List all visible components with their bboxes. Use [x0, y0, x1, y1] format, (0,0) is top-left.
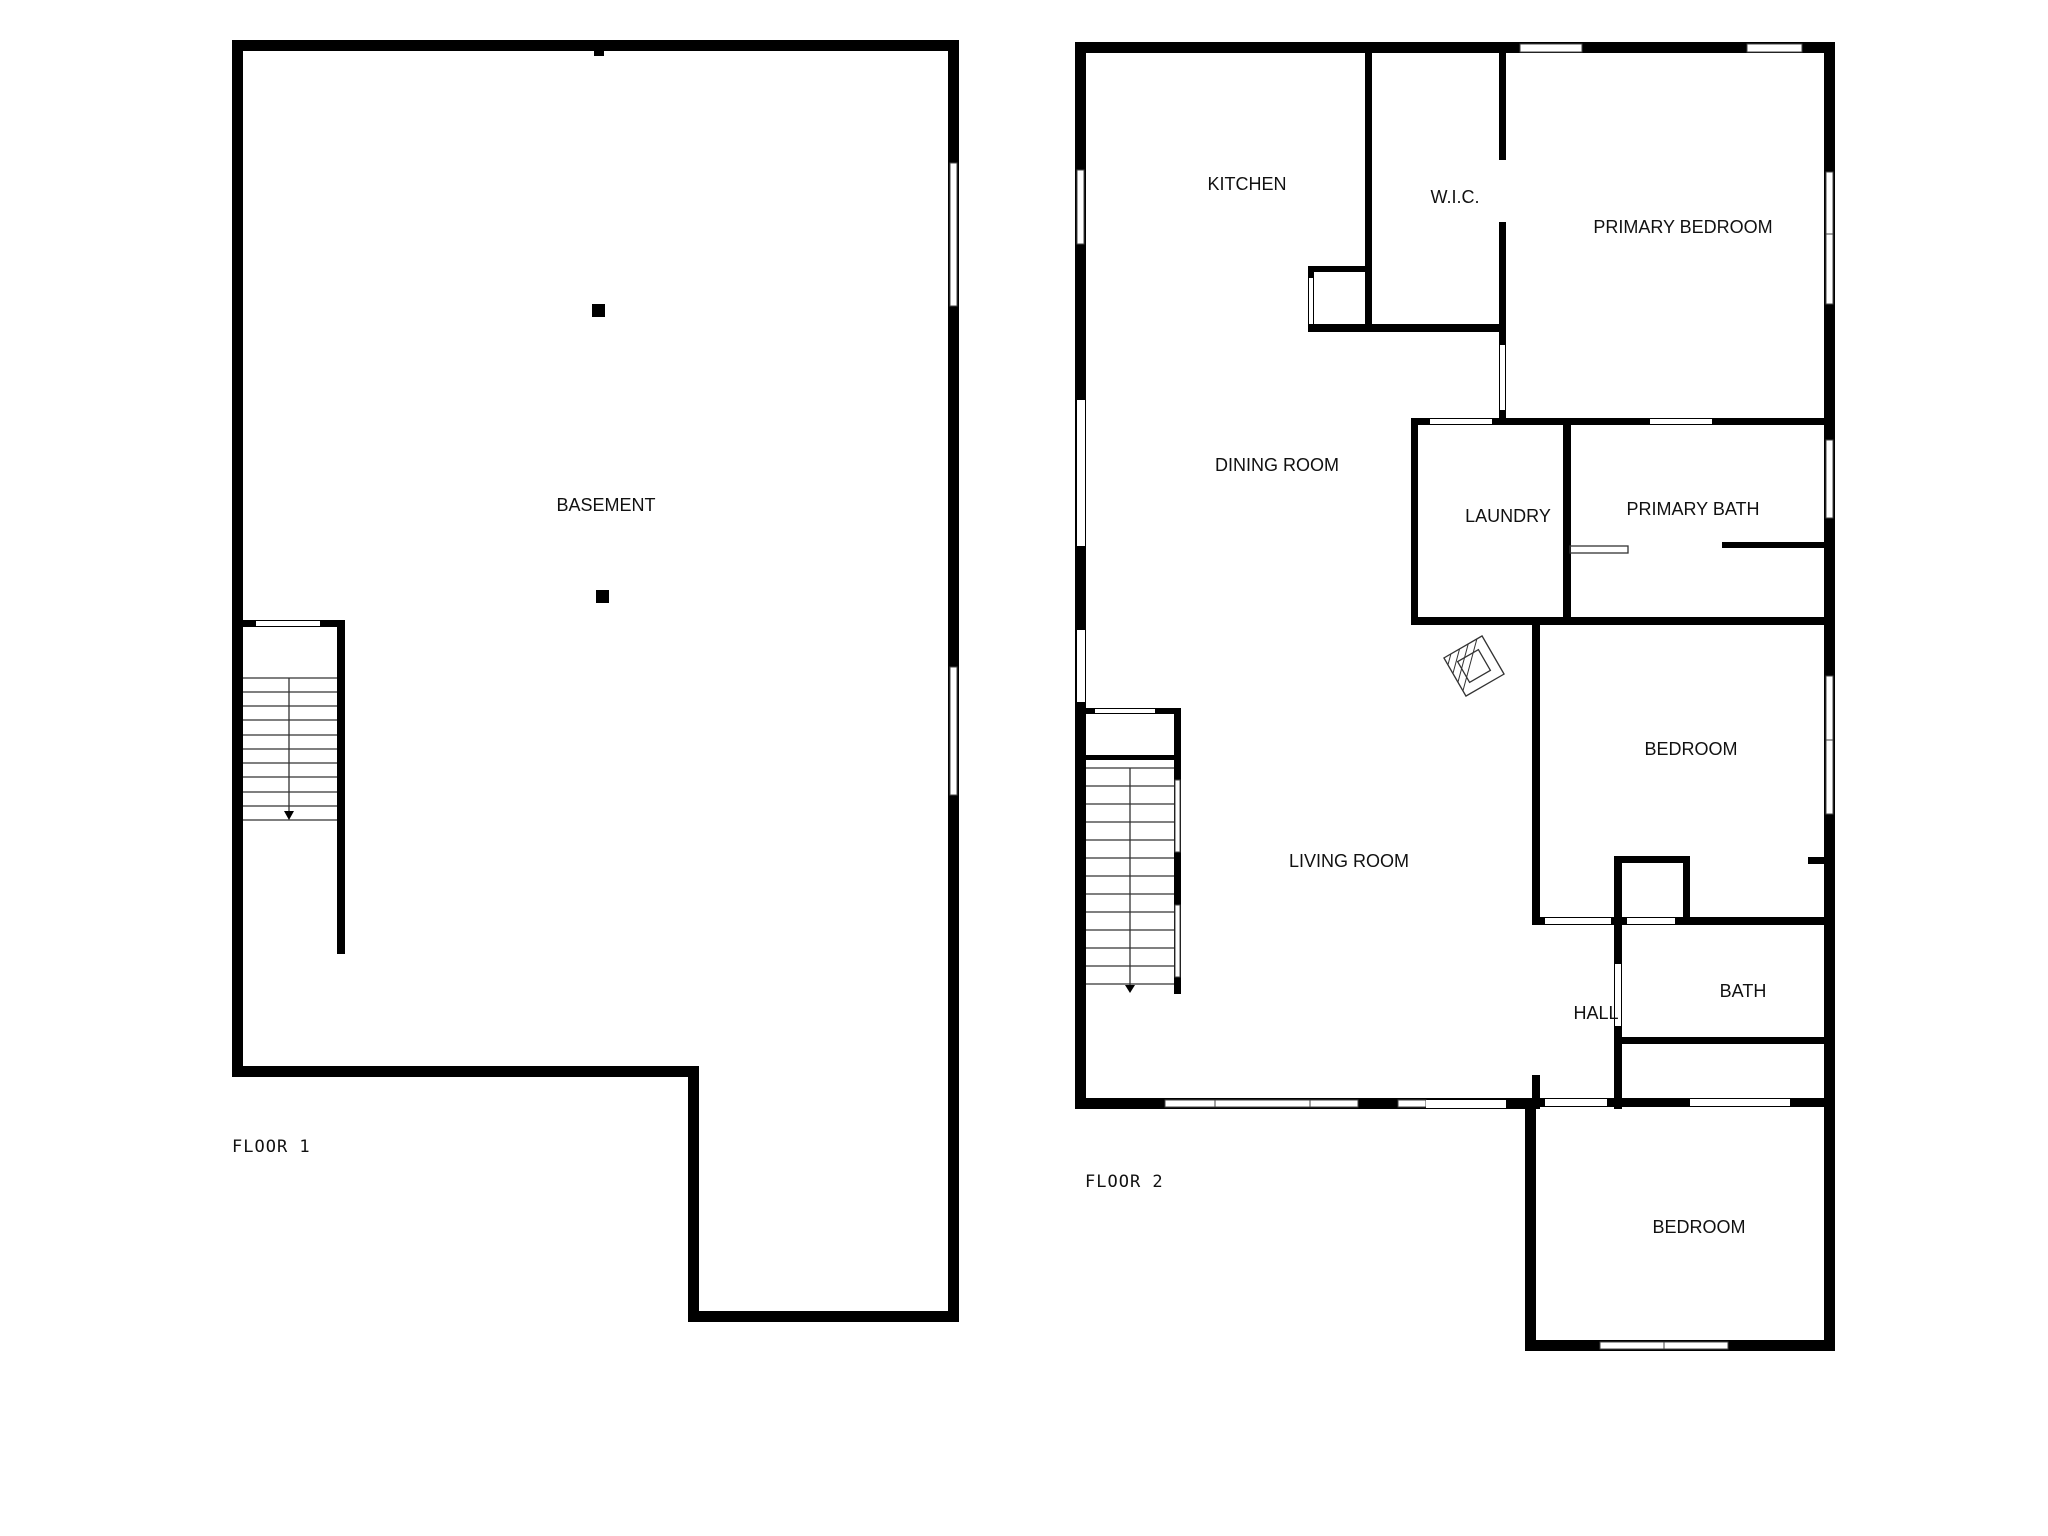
- floor-1-window: [949, 666, 958, 796]
- wic-wall-bottom: [1308, 324, 1505, 332]
- laundry-wall-left: [1411, 418, 1418, 624]
- room-label-bedroom: BEDROOM: [1652, 1217, 1745, 1237]
- floor-2-window: [1076, 169, 1085, 245]
- floor-1-wall-bottom-right: [688, 1311, 959, 1322]
- floor-2-stairs: [1086, 767, 1174, 993]
- floor-2-window: [1825, 233, 1834, 305]
- room-label-dining-room: DINING ROOM: [1215, 455, 1339, 475]
- hall-opening: [1533, 960, 1539, 1070]
- floor-2-label: FLOOR 2: [1085, 1172, 1164, 1192]
- bedroom-1-wall-left: [1532, 625, 1540, 921]
- floor-1-column: [596, 590, 609, 603]
- floor-2-window: [1825, 439, 1834, 519]
- floor-2-window: [1825, 171, 1834, 235]
- room-label-hall: HALL: [1573, 1003, 1618, 1023]
- room-label-primary-bath: PRIMARY BATH: [1626, 499, 1759, 519]
- wic-wall-left: [1365, 52, 1372, 332]
- floor-2-stair-rail: [1174, 779, 1181, 853]
- floor-2-window: [1663, 1341, 1729, 1350]
- floor-1-stair-wall-right: [337, 620, 345, 954]
- floor-1-wall-bottom-left: [232, 1066, 699, 1077]
- floor-2-opening: [1077, 630, 1085, 702]
- primary-bath-door: [1650, 419, 1712, 424]
- floor-2-window: [1599, 1341, 1665, 1350]
- floor-2-window: [1309, 1099, 1359, 1108]
- bedroom-1-wall-nub: [1808, 857, 1824, 864]
- floor-1-wall-left: [232, 40, 243, 1077]
- wic-wall-right-upper: [1499, 52, 1506, 160]
- floor-1-stair-arrow: [284, 811, 294, 820]
- room-label-kitchen: KITCHEN: [1207, 174, 1286, 194]
- floor-2-window: [1214, 1099, 1311, 1108]
- floor-2-wall-left: [1075, 42, 1086, 1109]
- closet-door: [1615, 964, 1621, 1026]
- fireplace-icon: [1443, 635, 1505, 697]
- bath-wall-bottom: [1614, 1037, 1835, 1044]
- floor-2-window: [1397, 1099, 1427, 1108]
- laundry-wall-right: [1563, 418, 1571, 625]
- floor-1-wall-step: [688, 1066, 699, 1322]
- closet-wall-right: [1683, 856, 1690, 924]
- primary-bath-partition: [1722, 542, 1828, 548]
- floor-2-stair-rail: [1174, 904, 1181, 978]
- room-label-bath: BATH: [1720, 981, 1767, 1001]
- closet-wall-top: [1614, 856, 1690, 863]
- laundry-wall-top: [1411, 418, 1835, 425]
- floor-2-window: [1825, 739, 1834, 815]
- room-label-primary-bedroom: PRIMARY BEDROOM: [1593, 217, 1772, 237]
- floor-2-opening: [1426, 1100, 1506, 1108]
- laundry-door: [1430, 419, 1492, 424]
- floor-2-window: [1164, 1099, 1216, 1108]
- floor-1-stairs: [243, 677, 337, 821]
- floor-2-opening: [1077, 400, 1085, 546]
- primary-bath-fixture: [1569, 545, 1629, 554]
- floor-1-label: FLOOR 1: [232, 1137, 311, 1157]
- wic-wall-right-lower: [1499, 222, 1506, 332]
- floor-2-stair-arrow: [1125, 985, 1135, 993]
- floor-2-window: [1519, 43, 1583, 53]
- floor-2-wall-top: [1075, 42, 1835, 53]
- floor-1-window: [949, 162, 958, 307]
- floor-1-stair-opening: [256, 621, 320, 626]
- bedroom-2-wall-left: [1525, 1104, 1536, 1351]
- floor-1-plan: BASEMENT FLOOR 1: [232, 40, 959, 1322]
- bedroom-2-door: [1545, 1099, 1607, 1106]
- laundry-wall-bottom: [1411, 617, 1835, 625]
- room-label-bedroom: BEDROOM: [1644, 739, 1737, 759]
- floor-2-window: [1746, 43, 1803, 53]
- floor-2-window: [1825, 675, 1834, 741]
- floor-1-wall-top: [232, 40, 959, 51]
- bedroom-2-wall-right: [1824, 1098, 1835, 1351]
- pantry-opening: [1309, 278, 1313, 324]
- floor-2-wall-right: [1824, 42, 1835, 1109]
- floor-2-stair-landing: [1080, 755, 1180, 760]
- closet-wall-left: [1614, 856, 1622, 966]
- floor-1-column: [592, 304, 605, 317]
- floor-1-notch: [594, 50, 604, 56]
- room-label-basement: BASEMENT: [556, 495, 655, 515]
- bath-door: [1627, 918, 1675, 924]
- hall-door: [1545, 918, 1611, 924]
- primary-bedroom-door: [1500, 345, 1505, 410]
- room-label-living-room: LIVING ROOM: [1289, 851, 1409, 871]
- bedroom-2-wall-top: [1536, 1098, 1824, 1107]
- room-label-laundry: LAUNDRY: [1465, 506, 1551, 526]
- pantry-wall-top: [1308, 266, 1370, 272]
- floor-2-plan: KITCHEN W.I.C. PRIMARY BEDROOM DINING RO…: [1075, 42, 1835, 1351]
- room-label-wic: W.I.C.: [1431, 187, 1480, 207]
- floor-2-stair-opening: [1095, 709, 1155, 713]
- bedroom-2-door: [1690, 1099, 1790, 1106]
- bedroom-1-wall-left-lower: [1532, 1075, 1540, 1109]
